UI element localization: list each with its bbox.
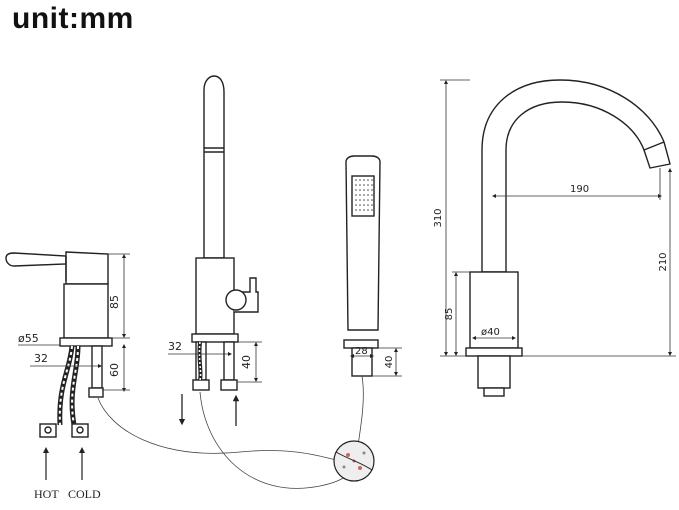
- hose-weight-ball: [333, 440, 375, 482]
- inlet-arrows: [43, 447, 85, 480]
- shower-diameter-dim: 28: [355, 346, 368, 357]
- mixer-shank-dim: 60: [108, 363, 121, 377]
- unit-title: unit:mm: [12, 2, 134, 35]
- tall-tap: [191, 75, 259, 391]
- tap-dimension-lines: [168, 341, 262, 383]
- mixer-diameter-dim: ø55: [18, 332, 39, 345]
- spout-reach-dim: 190: [570, 184, 589, 195]
- mixer-hose-spacing-dim: 32: [34, 352, 48, 365]
- spout-dimension-lines: [440, 79, 676, 357]
- mixer-valve: [5, 251, 113, 438]
- spout-base-height-dim: 85: [444, 308, 455, 321]
- mixer-dimension-lines: [18, 253, 130, 392]
- shower-hose: [97, 375, 364, 489]
- spout-outlet-height-dim: 210: [658, 252, 669, 271]
- shower-nozzles: [355, 179, 373, 211]
- spout-base-diameter-dim: ø40: [481, 327, 500, 338]
- cold-label: COLD: [68, 487, 101, 501]
- hand-shower: [343, 155, 381, 377]
- tap-shank-dim: 40: [240, 355, 253, 369]
- mixer-height-dim: 85: [108, 295, 121, 309]
- hot-label: HOT: [34, 487, 59, 501]
- tap-hose-spacing-dim: 32: [168, 340, 182, 353]
- spout-height-dim: 310: [433, 208, 444, 227]
- gooseneck-spout: [465, 79, 671, 397]
- shower-dimension-lines: [350, 347, 402, 377]
- shower-shank-dim: 40: [384, 356, 395, 369]
- tap-flow-arrows: [178, 394, 240, 426]
